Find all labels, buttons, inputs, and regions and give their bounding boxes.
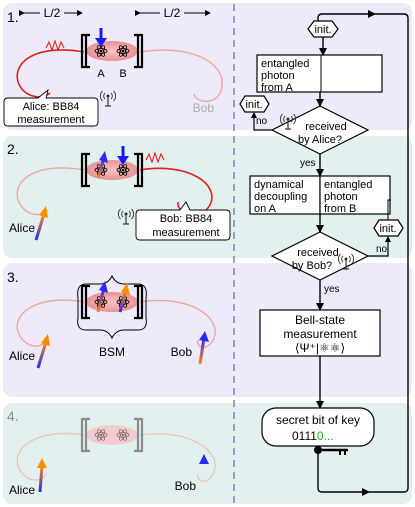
alice-spin-arrow <box>34 213 46 241</box>
photon-wiggle <box>45 39 65 52</box>
received-alice-line2: by Alice? <box>298 134 342 146</box>
received-bob-line2: by Bob? <box>292 260 332 272</box>
init-node-top <box>307 20 339 38</box>
mirror-right <box>134 33 144 69</box>
dd-line2: decoupling <box>254 191 307 203</box>
entangled-b-line2: photon <box>324 191 358 203</box>
panel-1-background <box>3 3 412 130</box>
panel-1-number: 1. <box>7 9 19 25</box>
yes-label-bob: yes <box>324 284 340 295</box>
bell-line2: measurement <box>283 327 357 341</box>
fiber-alice <box>16 432 85 481</box>
bell-line1: Bell-state <box>295 313 345 327</box>
spin-arrow-a <box>96 287 106 313</box>
panel-1-illustration: L/2 L/2 A B Alice: BB84 measurement Bob <box>3 5 223 127</box>
entangled-photon-b-box <box>319 175 391 215</box>
distance-label-left: L/2 <box>44 6 61 20</box>
no-label-bob: no <box>376 244 388 255</box>
atom-a-label: A <box>97 68 105 80</box>
alice-spin-arrow <box>36 341 48 369</box>
atom-b-label: B <box>119 68 126 80</box>
mirror-right <box>134 152 144 188</box>
entangled-b-line3: from B <box>324 203 356 215</box>
panel-3-number: 3. <box>7 269 19 285</box>
entangled-a-line2: photon <box>261 70 295 82</box>
panel-2-illustration: Alice Bob: BB84 measurement <box>9 146 231 241</box>
received-alice-line1: received <box>305 121 347 133</box>
mirror-left <box>80 284 90 320</box>
bob-label-faded: Bob <box>193 101 215 115</box>
bob-callout-box <box>135 201 231 241</box>
cavity-mode <box>86 41 138 61</box>
fiber-alice <box>16 299 85 347</box>
key-icon <box>314 446 348 455</box>
fiber-bob <box>139 299 216 348</box>
init-node-left <box>239 95 270 113</box>
panel-4-illustration: Alice Bob <box>9 417 216 497</box>
init-label-right: init. <box>379 223 396 235</box>
photon-wiggle <box>145 151 165 164</box>
mirror-left <box>80 33 90 69</box>
secret-key-value: 01110... <box>292 429 334 443</box>
mirror-left <box>80 152 90 188</box>
alice-callout-line1: Alice: BB84 <box>23 101 80 113</box>
cavity-mode <box>86 425 138 445</box>
alice-callout-line2: measurement <box>17 114 84 126</box>
bob-label: Bob <box>171 345 193 359</box>
no-label-alice: no <box>256 116 268 127</box>
spin-arrow-b <box>118 289 128 313</box>
panel-3-illustration: BSM Alice Bob <box>9 274 216 369</box>
alice-callout-box <box>3 88 99 127</box>
alice-label: Alice <box>9 221 35 235</box>
distance-label-right: L/2 <box>164 6 181 20</box>
bell-state-box <box>259 309 381 357</box>
panel-4-number: 4. <box>7 408 19 424</box>
panel-2-number: 2. <box>7 141 19 157</box>
entangled-a-line3: from A <box>261 82 293 94</box>
dd-line3: on A <box>254 203 277 215</box>
bob-callout-line1: Bob: BB84 <box>160 213 213 225</box>
loop-connector <box>317 13 409 493</box>
fiber-bob <box>139 49 223 102</box>
bsm-label: BSM <box>99 345 125 359</box>
fiber-alice <box>16 167 85 216</box>
fiber-bob <box>139 433 216 482</box>
init-node-right <box>373 219 404 237</box>
secret-key-title: secret bit of key <box>276 413 360 427</box>
dynamical-decoupling-box <box>249 175 321 215</box>
entangled-photon-a-box <box>256 54 383 93</box>
received-bob-line1: received <box>297 247 339 259</box>
mirror-left <box>80 417 90 453</box>
alice-label: Alice <box>9 483 35 497</box>
dd-line1: dynamical <box>254 179 304 191</box>
bob-spin-arrow <box>198 337 206 365</box>
bob-label: Bob <box>175 479 197 493</box>
mirror-right <box>134 284 144 320</box>
alice-spin-arrow <box>38 465 44 493</box>
yes-label-alice: yes <box>300 158 316 169</box>
bell-formula: ⟨Ψ⁺|⚛⚛⟩ <box>295 341 345 355</box>
entangled-b-line1: entangled <box>324 179 372 191</box>
flowchart: init. entangled photon from A received b… <box>239 10 409 496</box>
mirror-right <box>134 417 144 453</box>
alice-label: Alice <box>9 349 35 363</box>
bob-callout-line2: measurement <box>152 227 219 239</box>
cavity-mode <box>86 160 138 180</box>
cavity-mode <box>86 292 138 312</box>
entangled-a-line1: entangled <box>261 58 309 70</box>
init-label-top: init. <box>314 24 331 36</box>
init-label-left: init. <box>245 99 262 111</box>
